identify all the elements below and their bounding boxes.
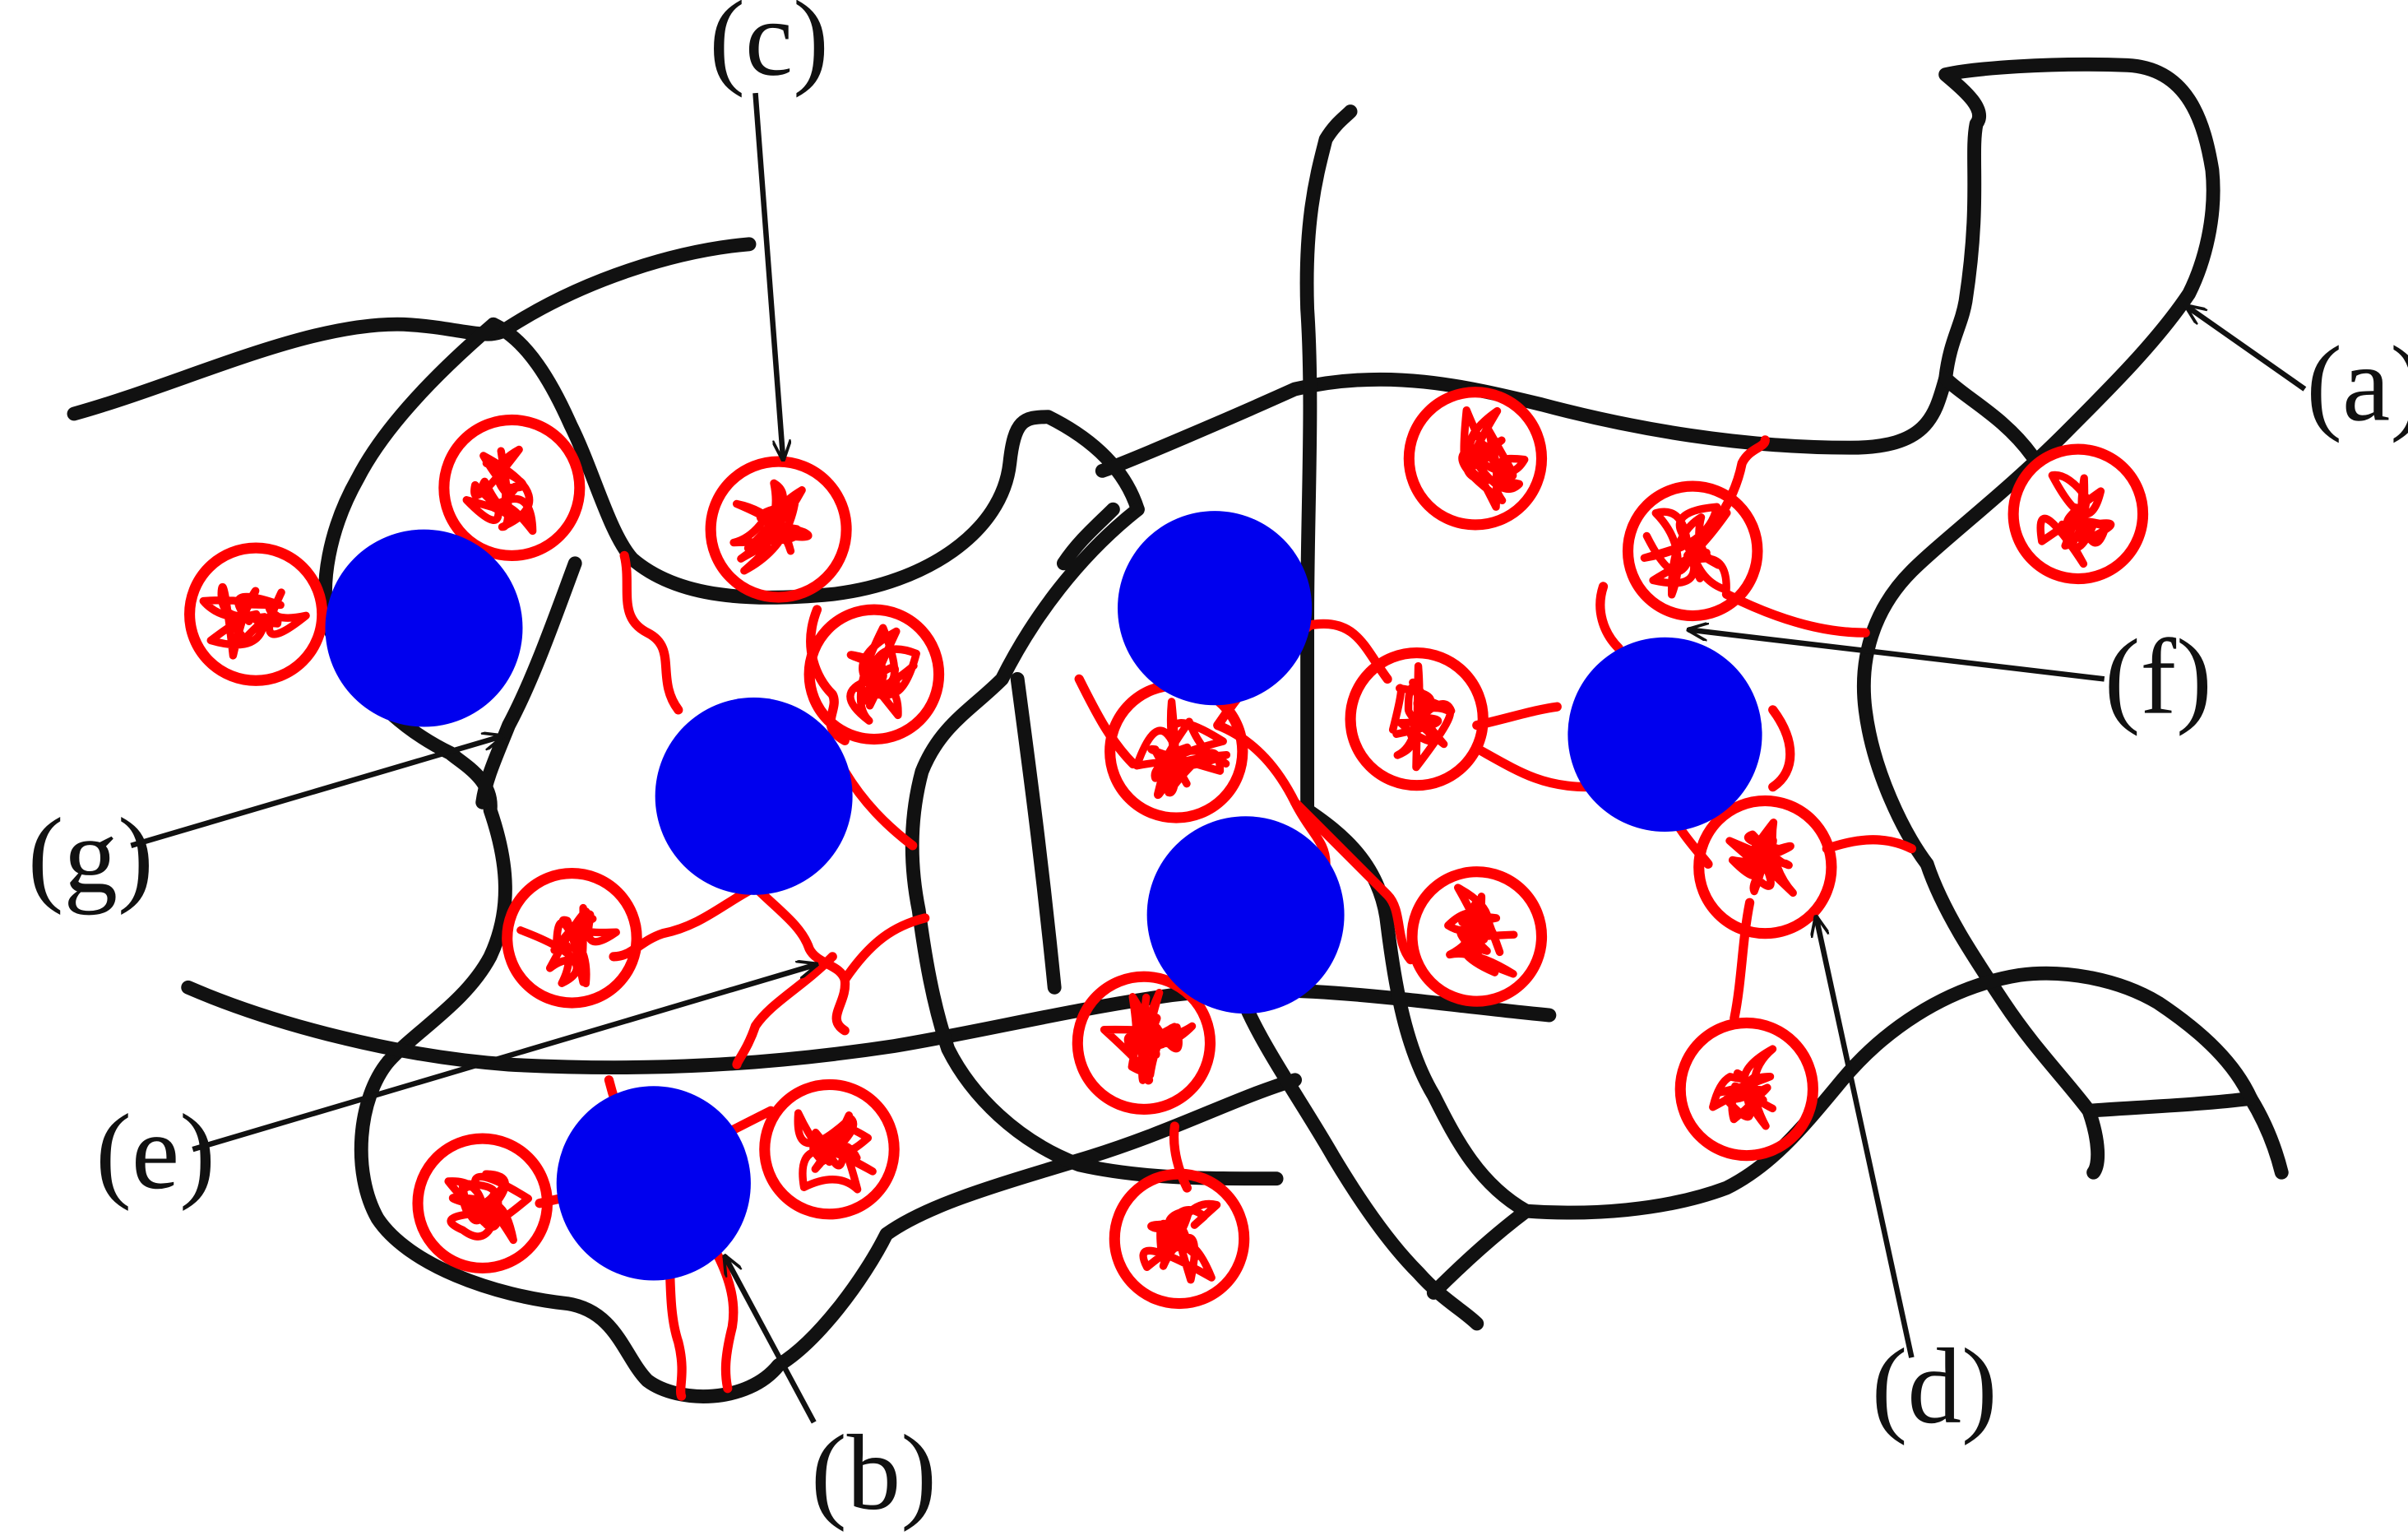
label-e: (e) [95,1092,215,1212]
annotation-arrows [130,92,2307,1424]
polymer-coil [1403,387,1548,531]
boundary-line [1056,502,1120,571]
polymer-chain [1290,797,1415,965]
polymer-coil [1622,480,1763,622]
arrow-b [725,1255,817,1424]
boundary-line [181,980,1557,1075]
polymer-chain [1768,705,1795,792]
boundary-line [1938,371,2040,463]
polymer-coil [2007,443,2149,585]
label-f: (f) [2105,618,2212,737]
label-a: (a) [2306,324,2408,443]
polymer-chain [619,550,683,715]
polymer-coil-group [184,387,2149,1310]
polymer-coil [1072,971,1216,1115]
particle [655,697,853,895]
particle [556,1086,751,1281]
polymer-chain [1595,582,1623,653]
polymer-chain [1472,744,1593,792]
polymer-coil [438,414,586,562]
boundary-line [475,556,582,809]
arrow-d [1816,916,1915,1358]
boundary-line [2082,1091,2289,1180]
boundary-line [486,317,1145,605]
label-c: (c) [709,0,829,99]
particle [325,529,523,727]
boundary-line [1299,104,1534,1218]
boundary-line [1239,999,1484,1331]
label-group: (a) (b) (c) (d) (e) (f) (g) [28,0,2408,1533]
polymer-coil [502,868,642,1009]
boundary-line [1010,671,1062,995]
polymer-chain [1730,898,1755,1023]
boundary-line [1426,1204,1534,1300]
polymer-coil [759,1078,900,1220]
polymer-coil [1109,1168,1250,1310]
polymer-chain [1074,674,1138,769]
boundary-line [905,502,1284,1186]
polymer-chain [1169,1121,1192,1193]
polymer-coil [803,604,945,745]
label-g: (g) [28,796,154,916]
arrow-g [130,736,502,848]
particle [1568,637,1762,832]
polymer-chain [1721,589,1870,638]
particle [1118,511,1313,706]
boundary-network [67,57,2289,1403]
boundary-line [318,317,512,1069]
arrow-f [1688,629,2105,682]
polymer-coil [1104,680,1248,823]
polymer-coil [1693,795,1837,939]
polymer-chain [840,767,918,851]
particle [1146,816,1345,1014]
polymer-coil [184,542,328,686]
polymer-coil [1345,647,1489,791]
arrow-e [192,964,817,1153]
label-d: (d) [1872,1327,1998,1446]
polymer-chain [1822,835,1917,854]
polymer-chain [1472,702,1562,731]
particle-group [325,511,1762,1281]
arrow-a [2186,306,2307,392]
polymer-coil [705,456,852,603]
boundary-line [1919,856,2105,1180]
label-b: (b) [811,1413,937,1533]
arrow-c [752,92,784,460]
boundary-line [67,237,757,421]
polymer-coil [1406,866,1548,1007]
boundary-line [1095,57,2220,871]
polymer-chain [840,913,930,985]
polymer-coil [412,1133,553,1274]
polymer-coil [1674,1017,1818,1162]
boundary-line [1519,966,2258,1220]
